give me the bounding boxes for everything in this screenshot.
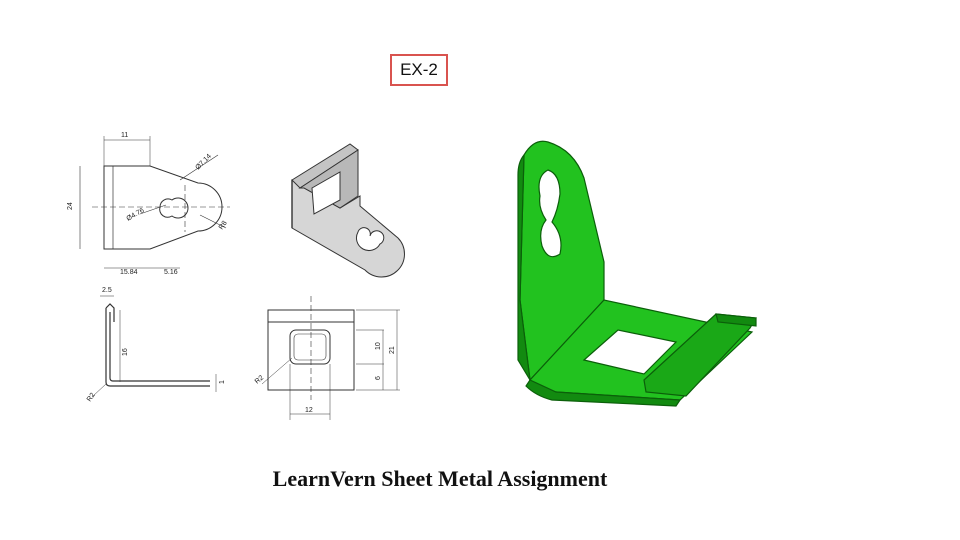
- isometric-green-model: [517, 140, 758, 407]
- exercise-label: EX-2: [390, 54, 448, 86]
- dim-front-h3: 21: [389, 346, 396, 354]
- dim-len-a: 15.84: [120, 269, 138, 276]
- dim-height: 24: [67, 202, 74, 210]
- isometric-gray-model: [291, 143, 405, 278]
- dim-len-b: 5.16: [164, 269, 178, 276]
- dim-width-top: 11: [121, 132, 128, 139]
- top-view: [79, 136, 230, 269]
- dim-front-radius: R2: [254, 374, 265, 385]
- dim-flange: 2.5: [102, 287, 112, 294]
- dim-radius: R8: [218, 220, 229, 231]
- dim-thickness: 1: [219, 380, 226, 384]
- dim-front-h1: 10: [375, 342, 382, 350]
- dim-dia-large: Ø7.14: [194, 153, 213, 172]
- dim-side-radius: R2: [86, 392, 97, 403]
- side-view: [92, 295, 217, 397]
- dim-front-h2: 6: [375, 376, 382, 380]
- dim-side-height: 16: [122, 348, 129, 356]
- front-view: [261, 296, 400, 420]
- assignment-title: LearnVern Sheet Metal Assignment: [272, 466, 608, 491]
- dim-front-width: 12: [305, 407, 313, 414]
